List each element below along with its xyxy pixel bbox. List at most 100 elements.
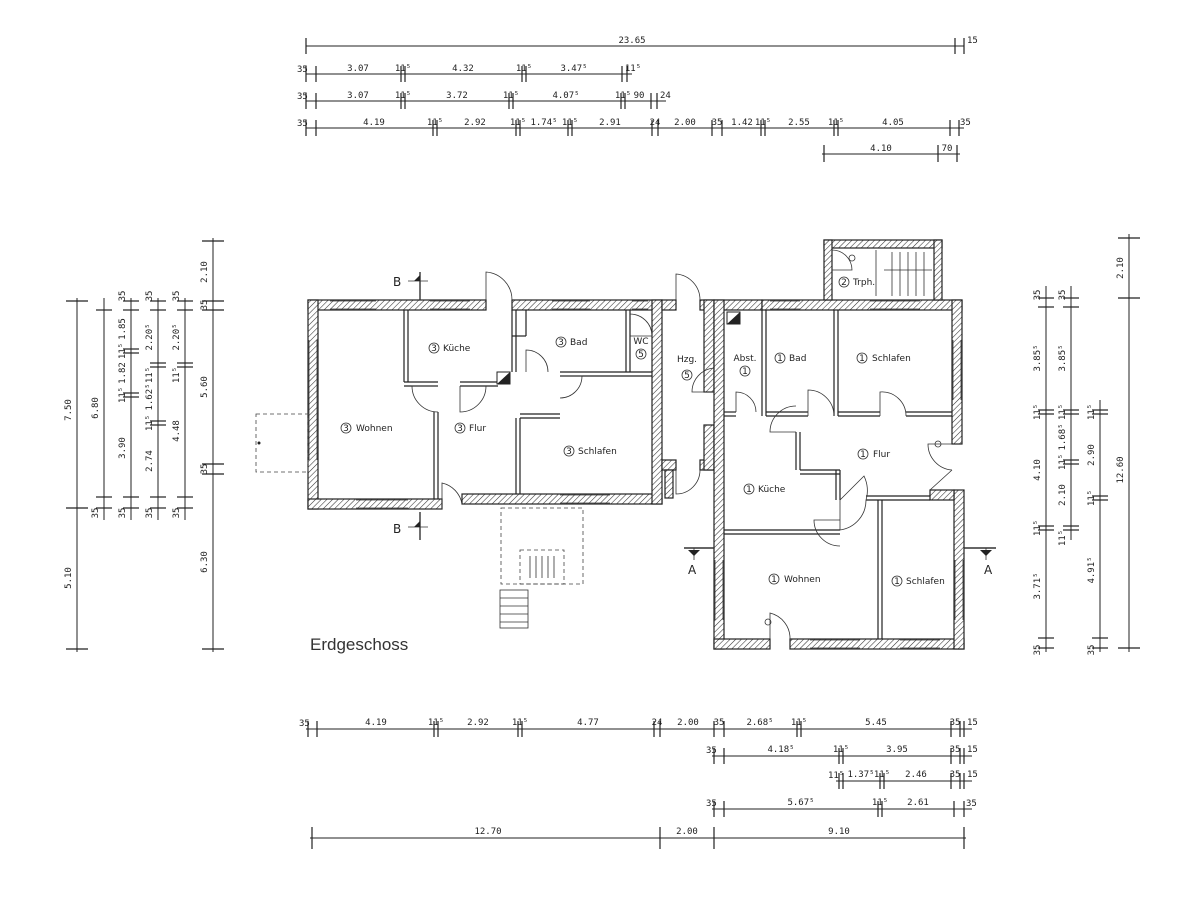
dim-label: 1.74⁵ xyxy=(530,118,557,128)
svg-text:Abst.: Abst. xyxy=(734,354,757,364)
dim-label: 11⁵ xyxy=(791,718,807,728)
dim-overall-width: 23.65 xyxy=(618,36,645,46)
dim-label: 35 xyxy=(706,746,717,756)
dim-label: 2.90 xyxy=(1087,444,1097,466)
dim-label: 3.90 xyxy=(118,437,128,459)
svg-text:3: 3 xyxy=(566,447,572,457)
dim-label: 6.30 xyxy=(200,551,210,573)
dim-label: 35 xyxy=(950,770,961,780)
dim-label: 11⁵ xyxy=(1058,454,1068,470)
dim-label: 2.00 xyxy=(674,118,696,128)
dim-label: 12.60 xyxy=(1116,456,1126,483)
dim-label: 2.20⁵ xyxy=(172,323,182,350)
dim-label: 35 xyxy=(966,799,977,809)
dim-label: 11⁵ xyxy=(874,770,890,780)
dim-label: 11⁵ xyxy=(828,771,844,781)
svg-text:Hzg.: Hzg. xyxy=(677,355,697,365)
dim-label: 35 xyxy=(714,718,725,728)
left-dimension-chain: 7.50 5.10 6.80 35 35 1.85 11⁵ 1.82 11⁵ 3… xyxy=(64,238,224,652)
dim-label: 4.10 xyxy=(1033,459,1043,481)
dim-label: 15 xyxy=(967,718,978,728)
dim-label: 3.47⁵ xyxy=(560,64,587,74)
dim-label: 35 xyxy=(145,291,155,302)
dim-label: 35 xyxy=(1033,290,1043,301)
dim-label: 11⁵ xyxy=(625,64,641,74)
dim-label: 11⁵ xyxy=(1033,404,1043,420)
dim-label: 9.10 xyxy=(828,827,850,837)
dim-label: 5.10 xyxy=(64,567,74,589)
svg-text:Wohnen: Wohnen xyxy=(356,424,393,434)
dim-label: 15 xyxy=(967,745,978,755)
dim-label: 3.85⁵ xyxy=(1033,344,1043,371)
svg-text:3: 3 xyxy=(343,424,349,434)
svg-text:1: 1 xyxy=(777,354,783,364)
svg-text:1: 1 xyxy=(894,577,900,587)
room-kueche-left: 3 Küche xyxy=(428,342,471,354)
dim-label: 35 xyxy=(200,464,210,475)
top-dimension-chain: 23.65 15 35 3.07 11⁵ 4.32 11⁵ 3.47⁵ 11⁵ … xyxy=(297,36,978,162)
dim-label: 2.20⁵ xyxy=(145,323,155,350)
room-trph: 2 Trph. xyxy=(838,276,875,288)
room-wc: WC 5 xyxy=(633,337,648,360)
dim-label: 90 xyxy=(634,91,645,101)
svg-text:1: 1 xyxy=(746,485,752,495)
svg-text:3: 3 xyxy=(431,344,437,354)
dim-label: 5.45 xyxy=(865,718,887,728)
room-labels: 3 Küche 3 Bad WC 5 Hzg. 5 Abst. 1 1 Bad xyxy=(340,276,945,587)
dim-label: 35 xyxy=(200,300,210,311)
dim-label: 35 xyxy=(950,745,961,755)
dim-label: 11⁵ xyxy=(833,745,849,755)
dim-label: 35 xyxy=(1033,645,1043,656)
dim-label: 3.95 xyxy=(886,745,908,755)
svg-text:Schlafen: Schlafen xyxy=(872,354,911,364)
dim-label: 11⁵ xyxy=(428,718,444,728)
dim-label: 1.85 xyxy=(118,318,128,340)
dim-label: 2.10 xyxy=(200,261,210,283)
dim-label: 12.70 xyxy=(474,827,501,837)
dim-label: 35 xyxy=(297,65,308,75)
dim-label: 35 xyxy=(297,92,308,102)
dim-label: 35 xyxy=(950,718,961,728)
dim-label: 35 xyxy=(1058,290,1068,301)
svg-text:5: 5 xyxy=(684,371,690,381)
dim-label: 2.91 xyxy=(599,118,621,128)
dim-label: 5.67⁵ xyxy=(787,798,814,808)
svg-text:Küche: Küche xyxy=(758,485,786,495)
dim-label: 35 xyxy=(172,508,182,519)
dim-label: 11⁵ xyxy=(516,64,532,74)
dim-label: 11⁵ xyxy=(1058,530,1068,546)
bottom-dimension-chain: 35 4.19 11⁵ 2.92 11⁵ 4.77 24 2.00 35 2.6… xyxy=(299,718,978,849)
building-walls xyxy=(307,239,965,650)
dim-label: 2.00 xyxy=(677,718,699,728)
dim-label: 35 xyxy=(1087,645,1097,656)
svg-text:Schlafen: Schlafen xyxy=(906,577,945,587)
dim-label: 11⁵ xyxy=(510,118,526,128)
room-kueche-right: 1 Küche xyxy=(743,483,786,495)
dim-label: 4.19 xyxy=(363,118,385,128)
dim-label: 24 xyxy=(652,718,663,728)
dim-label: 24 xyxy=(650,118,661,128)
dim-label: 11⁵ xyxy=(395,64,411,74)
svg-text:A: A xyxy=(984,563,993,577)
windows xyxy=(308,300,964,649)
dim-label: 35 xyxy=(960,118,971,128)
dim-label: 11⁵ xyxy=(872,798,888,808)
dim-label: 11⁵ xyxy=(828,118,844,128)
dim-label: 2.92 xyxy=(464,118,486,128)
dim-label: 11⁵ xyxy=(145,415,155,431)
room-hzg: Hzg. 5 xyxy=(677,355,697,381)
dim-label: 4.91⁵ xyxy=(1087,556,1097,583)
svg-text:1: 1 xyxy=(859,354,865,364)
section-b-top-marker: B xyxy=(393,272,428,300)
section-a-left-marker: A xyxy=(684,547,714,577)
dim-label: 2.10 xyxy=(1116,257,1126,279)
dim-label: 3.71⁵ xyxy=(1033,572,1043,599)
svg-text:1: 1 xyxy=(771,575,777,585)
dim-label: 4.32 xyxy=(452,64,474,74)
svg-text:2: 2 xyxy=(841,278,847,288)
dim-label: 35 xyxy=(172,291,182,302)
svg-text:Trph.: Trph. xyxy=(852,278,875,288)
room-flur-right: 1 Flur xyxy=(857,448,890,460)
dim-label: 35 xyxy=(91,508,101,519)
room-wohnen-left: 3 Wohnen xyxy=(340,422,393,434)
